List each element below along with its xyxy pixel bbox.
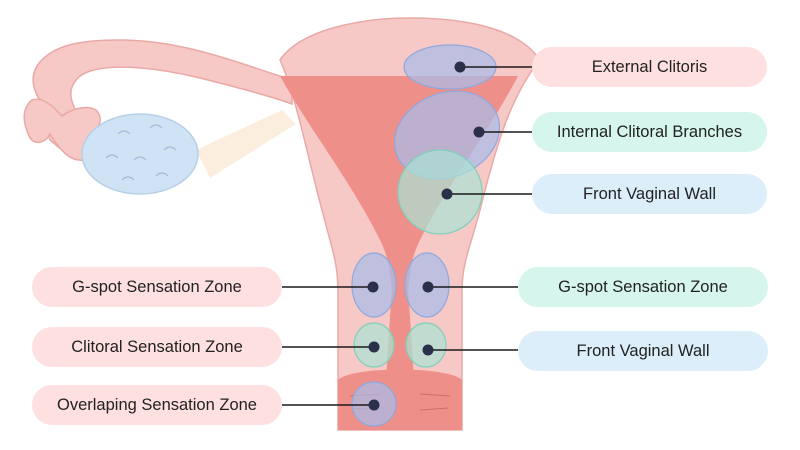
label-gspot-right: G-spot Sensation Zone bbox=[518, 267, 768, 307]
label-gspot-left: G-spot Sensation Zone bbox=[32, 267, 282, 307]
ovarian-ligament bbox=[196, 110, 296, 178]
leader-lines bbox=[282, 66, 532, 406]
label-front-vaginal-wall-upper: Front Vaginal Wall bbox=[532, 174, 767, 214]
label-external-clitoris: External Clitoris bbox=[532, 47, 767, 87]
ovary-texture bbox=[105, 124, 177, 181]
front-vaginal-wall-upper-zone bbox=[397, 149, 483, 235]
label-overlapping-sensation-zone: Overlaping Sensation Zone bbox=[32, 385, 282, 425]
leader-dots bbox=[367, 61, 485, 411]
label-clitoral-sensation-zone: Clitoral Sensation Zone bbox=[32, 327, 282, 367]
label-front-vaginal-wall-lower: Front Vaginal Wall bbox=[518, 331, 768, 371]
ovary bbox=[81, 113, 199, 195]
vaginal-canal bbox=[386, 286, 414, 380]
fallopian-tube bbox=[32, 39, 293, 152]
label-internal-clitoral-branches: Internal Clitoral Branches bbox=[532, 112, 767, 152]
